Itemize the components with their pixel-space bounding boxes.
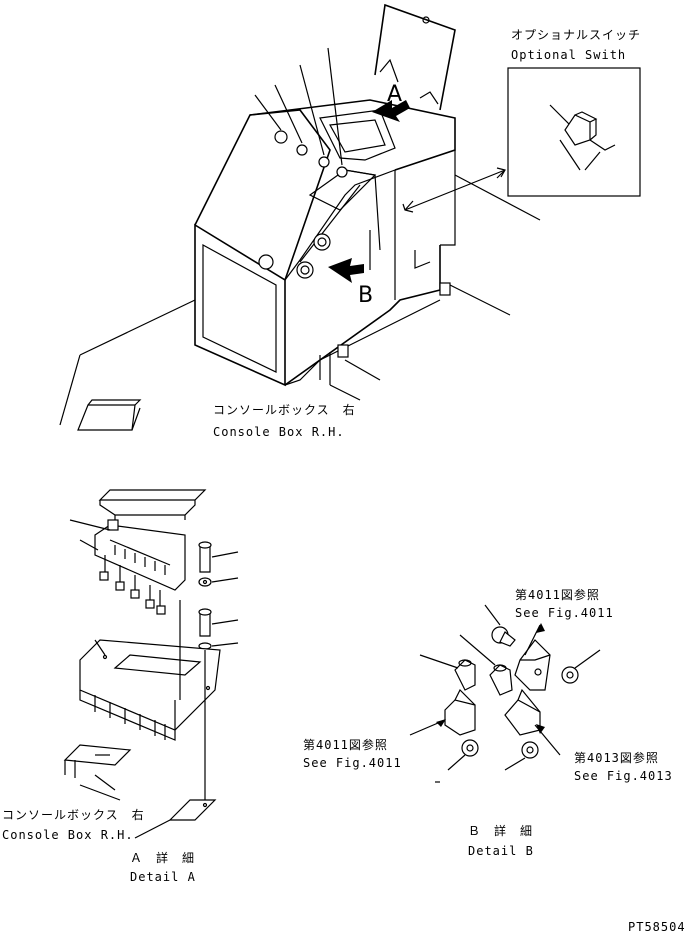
console-box-detail-label-ja: コンソールボックス 右 — [2, 808, 145, 822]
top-leader-lines — [59, 47, 541, 426]
callout-b: B — [358, 283, 374, 308]
callout-a: A — [387, 82, 403, 107]
console-box-label-ja: コンソールボックス 右 — [213, 403, 356, 417]
fig4013-label-en: See Fig.4013 — [574, 769, 673, 783]
fig4011-top-label-ja: 第4011図参照 — [515, 588, 600, 602]
console-box-label-en: Console Box R.H. — [213, 425, 345, 439]
detail-a-assembly — [63, 489, 221, 821]
console-box-detail-label-en: Console Box R.H. — [2, 828, 134, 842]
detail-a-leader-lines — [69, 519, 239, 839]
detail-b-label-ja: Ｂ 詳 細 — [468, 824, 534, 838]
detail-a-label-ja: Ａ 詳 細 — [130, 851, 196, 865]
drawing-code: PT58504 — [628, 920, 686, 934]
detail-b-assembly — [444, 626, 579, 759]
detail-b-label-en: Detail B — [468, 844, 534, 858]
fig4011-top-label-en: See Fig.4011 — [515, 606, 614, 620]
detail-a-label-en: Detail A — [130, 870, 196, 884]
fig4011-left-label-en: See Fig.4011 — [303, 756, 402, 770]
fig4013-label-ja: 第4013図参照 — [574, 751, 659, 765]
optional-switch-label-en: Optional Swith — [511, 48, 627, 62]
optional-switch-inset — [507, 67, 641, 197]
fig4011-left-label-ja: 第4011図参照 — [303, 738, 388, 752]
console-box-assembly — [194, 3, 506, 387]
console-box-small-part — [77, 399, 142, 431]
detail-b-leader-lines — [409, 604, 601, 783]
optional-switch-label-ja: オプショナルスイッチ — [511, 28, 642, 42]
